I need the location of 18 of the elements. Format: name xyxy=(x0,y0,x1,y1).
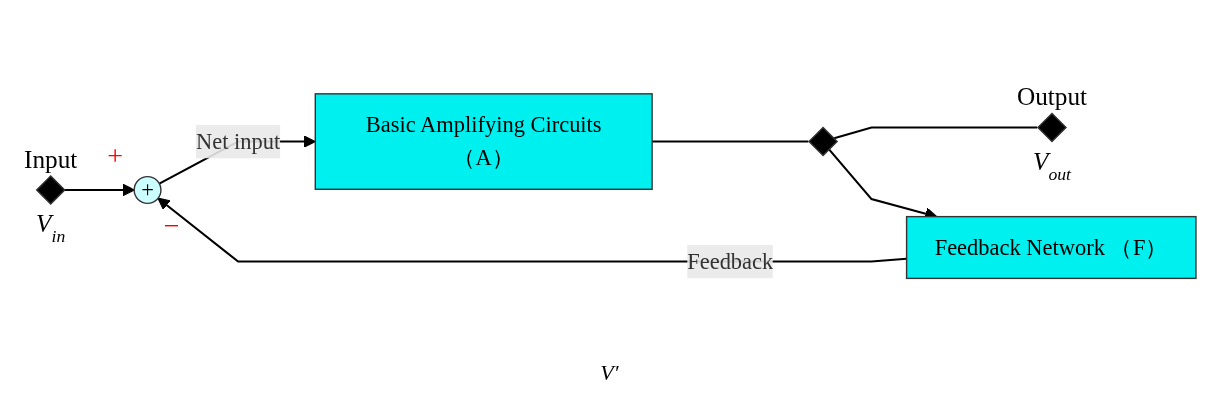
node-diamond xyxy=(1036,112,1067,143)
signal-symbol: V′ xyxy=(600,360,619,386)
connector xyxy=(651,140,808,143)
terminal-label: Input xyxy=(23,144,77,172)
node-diamond xyxy=(35,174,66,205)
signal-symbol: V$_{out}$ xyxy=(1032,146,1071,184)
node-box: Basic Amplifying Circuits（A） xyxy=(314,92,653,190)
arrow xyxy=(157,197,907,263)
edge-label: Net input xyxy=(195,128,280,153)
arrow xyxy=(63,183,135,196)
minus-sign: − xyxy=(163,209,180,241)
edge-label: Feedback xyxy=(686,248,773,273)
node-circle: + xyxy=(133,175,162,204)
node-box: Feedback Network （F） xyxy=(905,215,1197,279)
signal-symbol: V$_{in}$ xyxy=(35,208,65,246)
terminal-label: Output xyxy=(1016,81,1087,110)
plus-sign: + xyxy=(106,139,123,171)
node-diamond xyxy=(807,126,838,157)
